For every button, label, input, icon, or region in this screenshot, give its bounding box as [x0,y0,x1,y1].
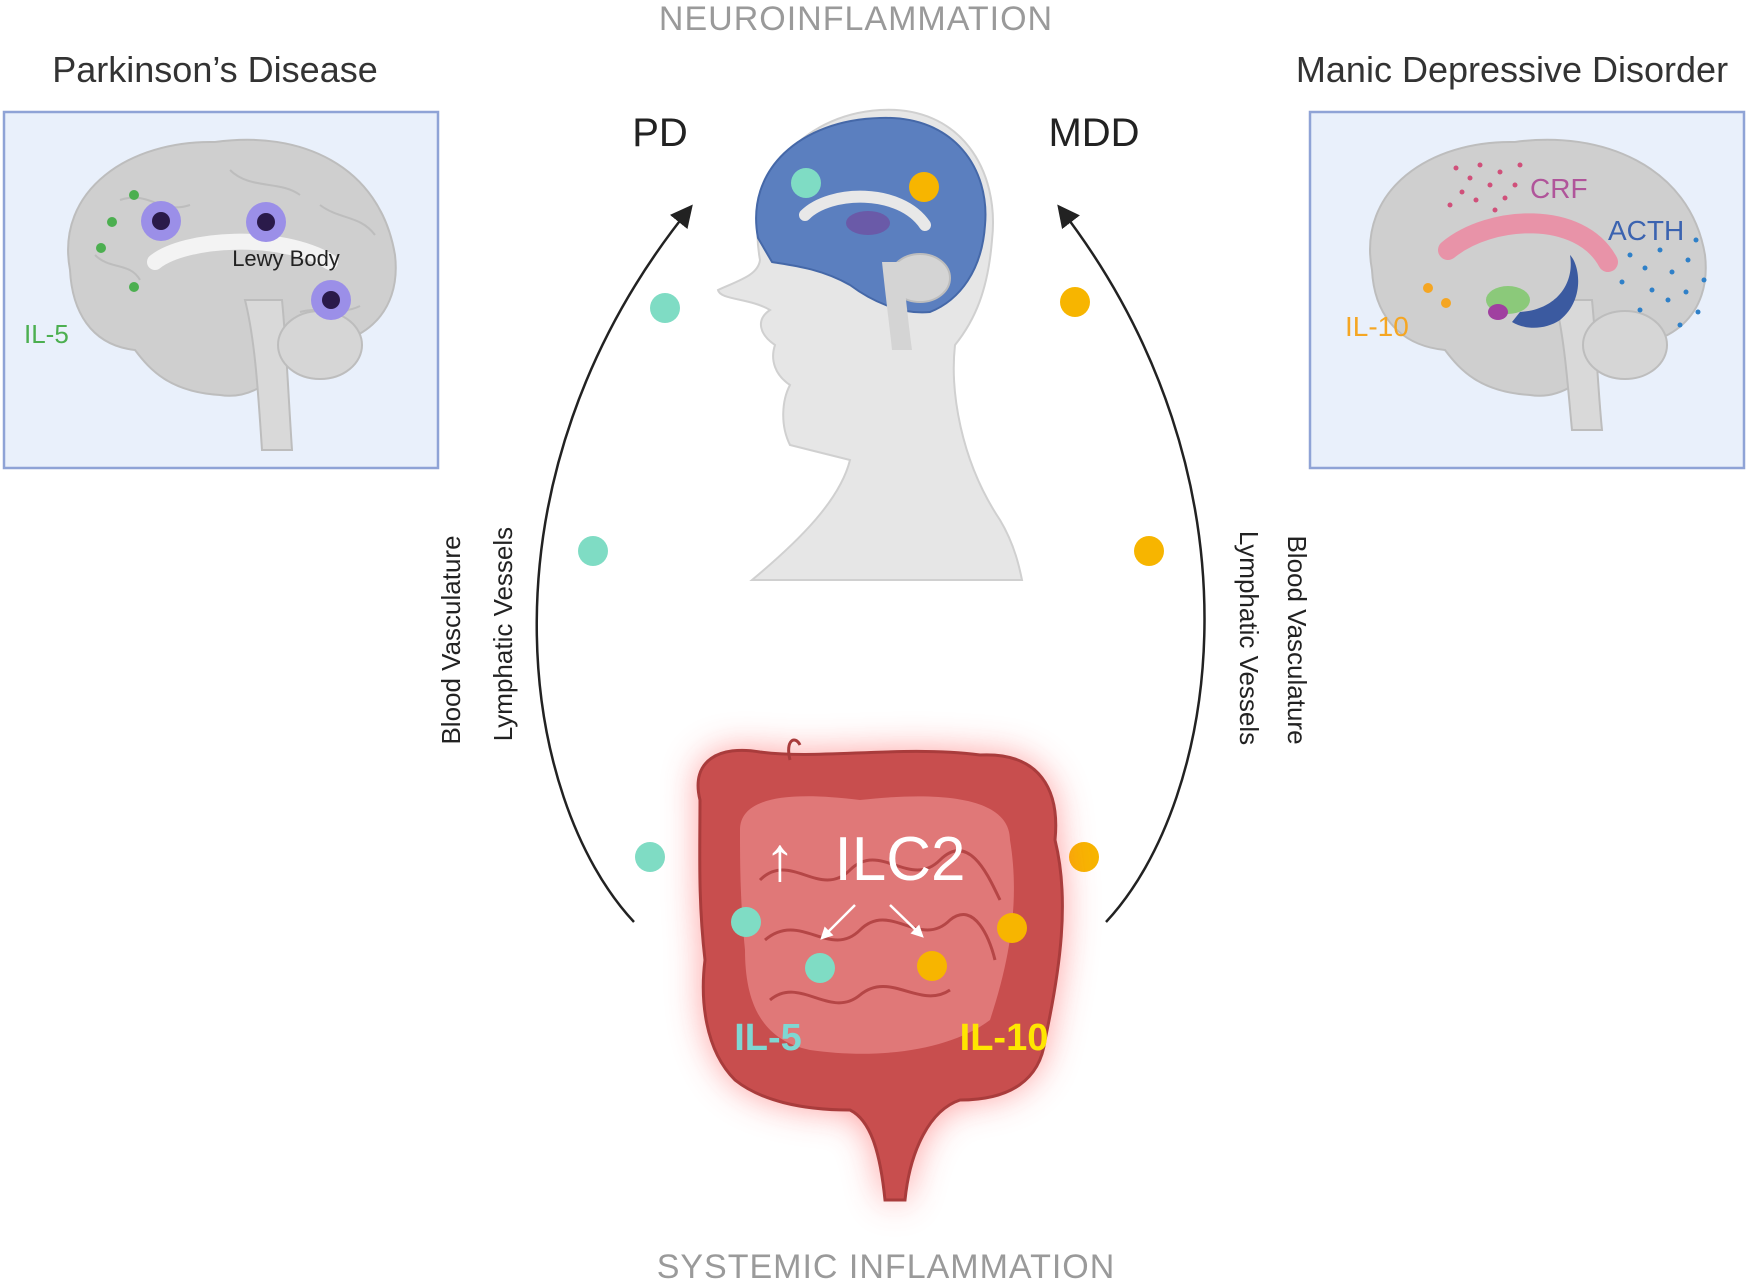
il5-head-dot [791,168,821,198]
acth-label: ACTH [1608,215,1684,246]
lewy-body-label: Lewy Body [232,246,340,271]
ilc2-to-il5-arrow [820,904,856,940]
left-pathway-arrow [535,204,693,923]
parkinsons-brain-illustration [67,138,397,451]
manic-depressive-title: Manic Depressive Disorder [1296,49,1728,90]
systemic-inflammation-title: SYSTEMIC INFLAMMATION [657,1248,1116,1282]
il10-transit-dot-1 [1060,287,1090,317]
right-pathway-blood-label: Blood Vasculature [1282,535,1312,744]
il5-transit-dot-1 [650,293,680,323]
il10-brain-dots [1423,283,1451,308]
ilc2-to-il10-arrow [889,904,924,938]
neuroinflammation-title: NEUROINFLAMMATION [659,0,1053,38]
il10-transit-dot-3 [1069,842,1099,872]
right-pathway-arrow [1057,204,1206,923]
mdd-label: MDD [1048,111,1139,155]
crf-label: CRF [1530,173,1588,204]
left-pathway-blood-label: Blood Vasculature [436,535,466,744]
il10-brain-label: IL-10 [1345,311,1409,342]
il10-gut-dot-2 [917,951,947,981]
mdd-brain-illustration [1369,138,1707,431]
il5-gut-dot-2 [805,953,835,983]
il5-transit-dot-2 [578,536,608,566]
right-pathway-lymph-label: Lymphatic Vessels [1234,531,1264,745]
inflamed-gut-illustration [696,738,1064,1202]
il10-gut-dot-1 [997,913,1027,943]
il10-gut-label: IL-10 [960,1017,1049,1059]
il10-transit-dot-2 [1134,536,1164,566]
il5-transit-dot-3 [635,842,665,872]
parkinsons-title: Parkinson’s Disease [52,49,378,90]
acth-dots [1619,237,1707,328]
crf-dots [1447,162,1523,213]
il10-head-dot [909,172,939,202]
il5-brain-label: IL-5 [24,319,69,349]
human-head-illustration [716,108,1024,581]
ilc2-label: ILC2 [835,825,966,894]
il5-gut-dot-1 [731,907,761,937]
pd-label: PD [632,111,688,155]
il5-gut-label: IL-5 [734,1017,802,1059]
il5-brain-dots [96,190,139,292]
lewy-body-markers [141,201,351,320]
ilc2-increase-arrow: ↑ [765,825,796,894]
left-pathway-lymph-label: Lymphatic Vessels [488,527,518,741]
